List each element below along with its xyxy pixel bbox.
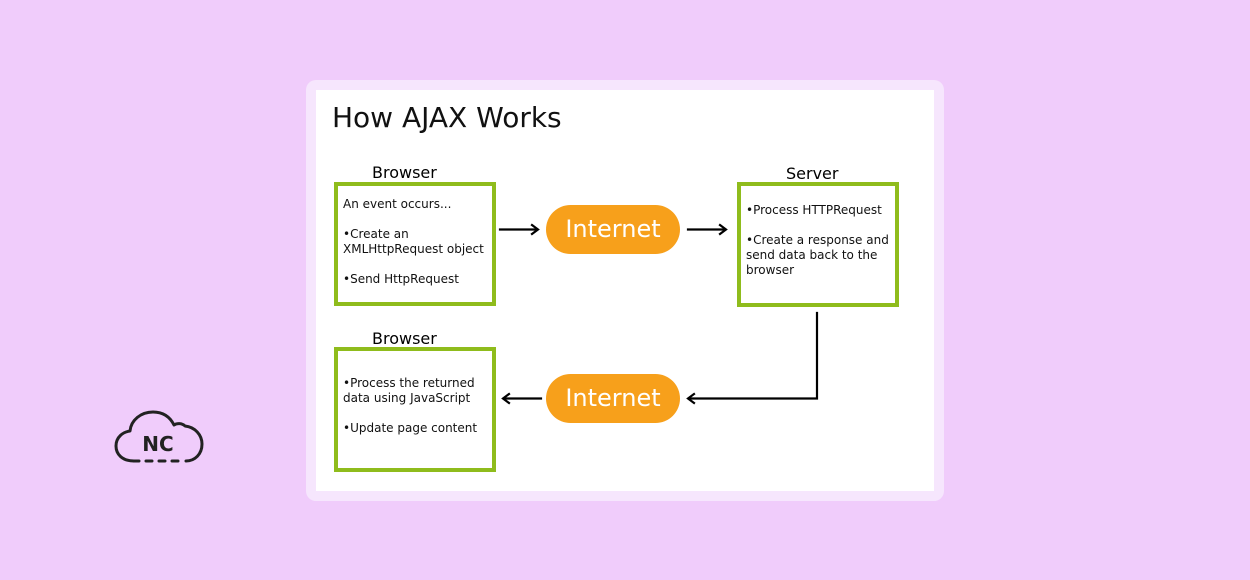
- server-bullet-response: •Create a response and send data back to…: [746, 233, 889, 277]
- arrow-server-to-internet-head: [686, 392, 696, 405]
- logo-text: NC: [142, 432, 173, 456]
- arrow-server-to-internet: [688, 311, 819, 400]
- browser-bottom-bullet-update: •Update page content: [343, 421, 478, 435]
- arrow-internet-to-server-head: [718, 223, 728, 236]
- browser-bottom-label: Browser: [372, 329, 437, 348]
- browser-bottom-box: •Process the returned data using JavaScr…: [334, 347, 496, 472]
- browser-top-event-text: An event occurs...: [343, 197, 452, 211]
- arrow-internet-to-browser-head: [501, 392, 511, 405]
- browser-top-bullet-send: •Send HttpRequest: [343, 272, 459, 286]
- arrow-browser-to-internet-head: [530, 223, 540, 236]
- internet-top-pill: Internet: [546, 205, 680, 254]
- diagram-title: How AJAX Works: [332, 101, 562, 134]
- browser-top-bullet-create: •Create an XMLHttpRequest object: [343, 227, 484, 256]
- internet-bottom-pill: Internet: [546, 374, 680, 423]
- cloud-icon: [114, 410, 204, 463]
- browser-top-label: Browser: [372, 163, 437, 182]
- server-label: Server: [786, 164, 839, 183]
- server-bullet-process: •Process HTTPRequest: [746, 203, 882, 217]
- server-box: •Process HTTPRequest •Create a response …: [737, 182, 899, 307]
- nc-cloud-logo: NC: [114, 410, 204, 463]
- browser-top-box: An event occurs... •Create an XMLHttpReq…: [334, 182, 496, 306]
- browser-bottom-bullet-process: •Process the returned data using JavaScr…: [343, 376, 475, 405]
